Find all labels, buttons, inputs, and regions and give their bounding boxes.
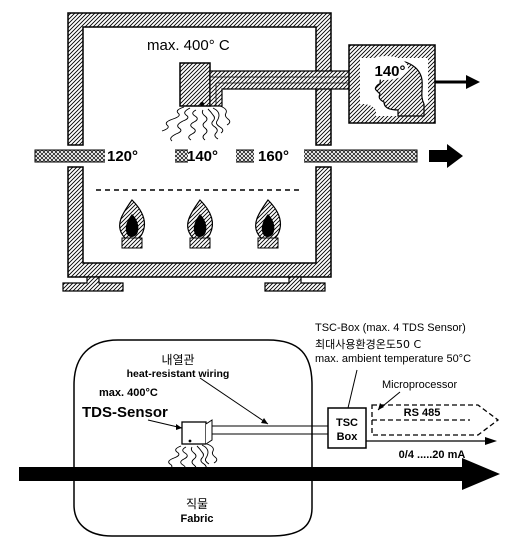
ambient-label-en: max. ambient temperature 50°C xyxy=(315,353,471,365)
sensor-system-diagram: 직물 Fabric 내열관 heat-resistant wiring max.… xyxy=(19,322,500,537)
flame-icon xyxy=(119,199,145,249)
box-caption-pointer xyxy=(347,369,358,409)
tsc-box-line1: TSC xyxy=(336,417,358,429)
output-arrow xyxy=(435,75,480,89)
flame-icon xyxy=(187,199,213,249)
fabric-band xyxy=(34,149,418,163)
wiring-label-en: heat-resistant wiring xyxy=(127,368,230,380)
head-temp-reading: 140° xyxy=(374,63,405,80)
oven-diagram: 140° 120° 140° 160° max. 400° C xyxy=(34,12,480,292)
display-box: 140° xyxy=(348,44,436,124)
current-output-label: 0/4 .....20 mA xyxy=(399,449,466,461)
oven-chamber xyxy=(73,339,313,537)
tds-sensor xyxy=(181,419,213,445)
wiring-label-ko: 내열관 xyxy=(161,353,194,367)
fabric-label-en: Fabric xyxy=(180,513,213,525)
sensor-waves xyxy=(166,443,218,472)
fabric-label-ko: 직물 xyxy=(186,497,208,511)
tsc-box: TSC Box xyxy=(327,407,367,449)
burner-flames xyxy=(119,199,281,249)
wiring-pointer-line xyxy=(199,377,269,425)
oven-max-label: max. 400° C xyxy=(147,37,230,54)
microprocessor-label: Microprocessor xyxy=(382,379,458,391)
zone-temp-right: 160° xyxy=(258,148,289,165)
ambient-label-ko: 최대사용환경온도50 C xyxy=(315,338,421,351)
tsc-box-line2: Box xyxy=(337,431,359,443)
tsc-box-caption: TSC-Box (max. 4 TDS Sensor) xyxy=(315,322,466,334)
flame-icon xyxy=(255,199,281,249)
rs485-label: RS 485 xyxy=(404,407,441,419)
heat-resistant-wiring xyxy=(212,425,330,435)
zone-temp-left: 120° xyxy=(107,148,138,165)
sensor-max-label: max. 400°C xyxy=(99,387,158,399)
infrared-waves xyxy=(161,105,231,142)
zone-temp-middle: 140° xyxy=(187,148,218,165)
sensor-title: TDS-Sensor xyxy=(82,404,168,421)
fabric-direction-arrow xyxy=(429,144,463,168)
current-output-arrow xyxy=(366,437,497,445)
sensor-head xyxy=(179,62,361,107)
fabric-arrow xyxy=(19,458,500,490)
rs485-arrow xyxy=(371,404,500,436)
oven-wall xyxy=(62,12,332,292)
